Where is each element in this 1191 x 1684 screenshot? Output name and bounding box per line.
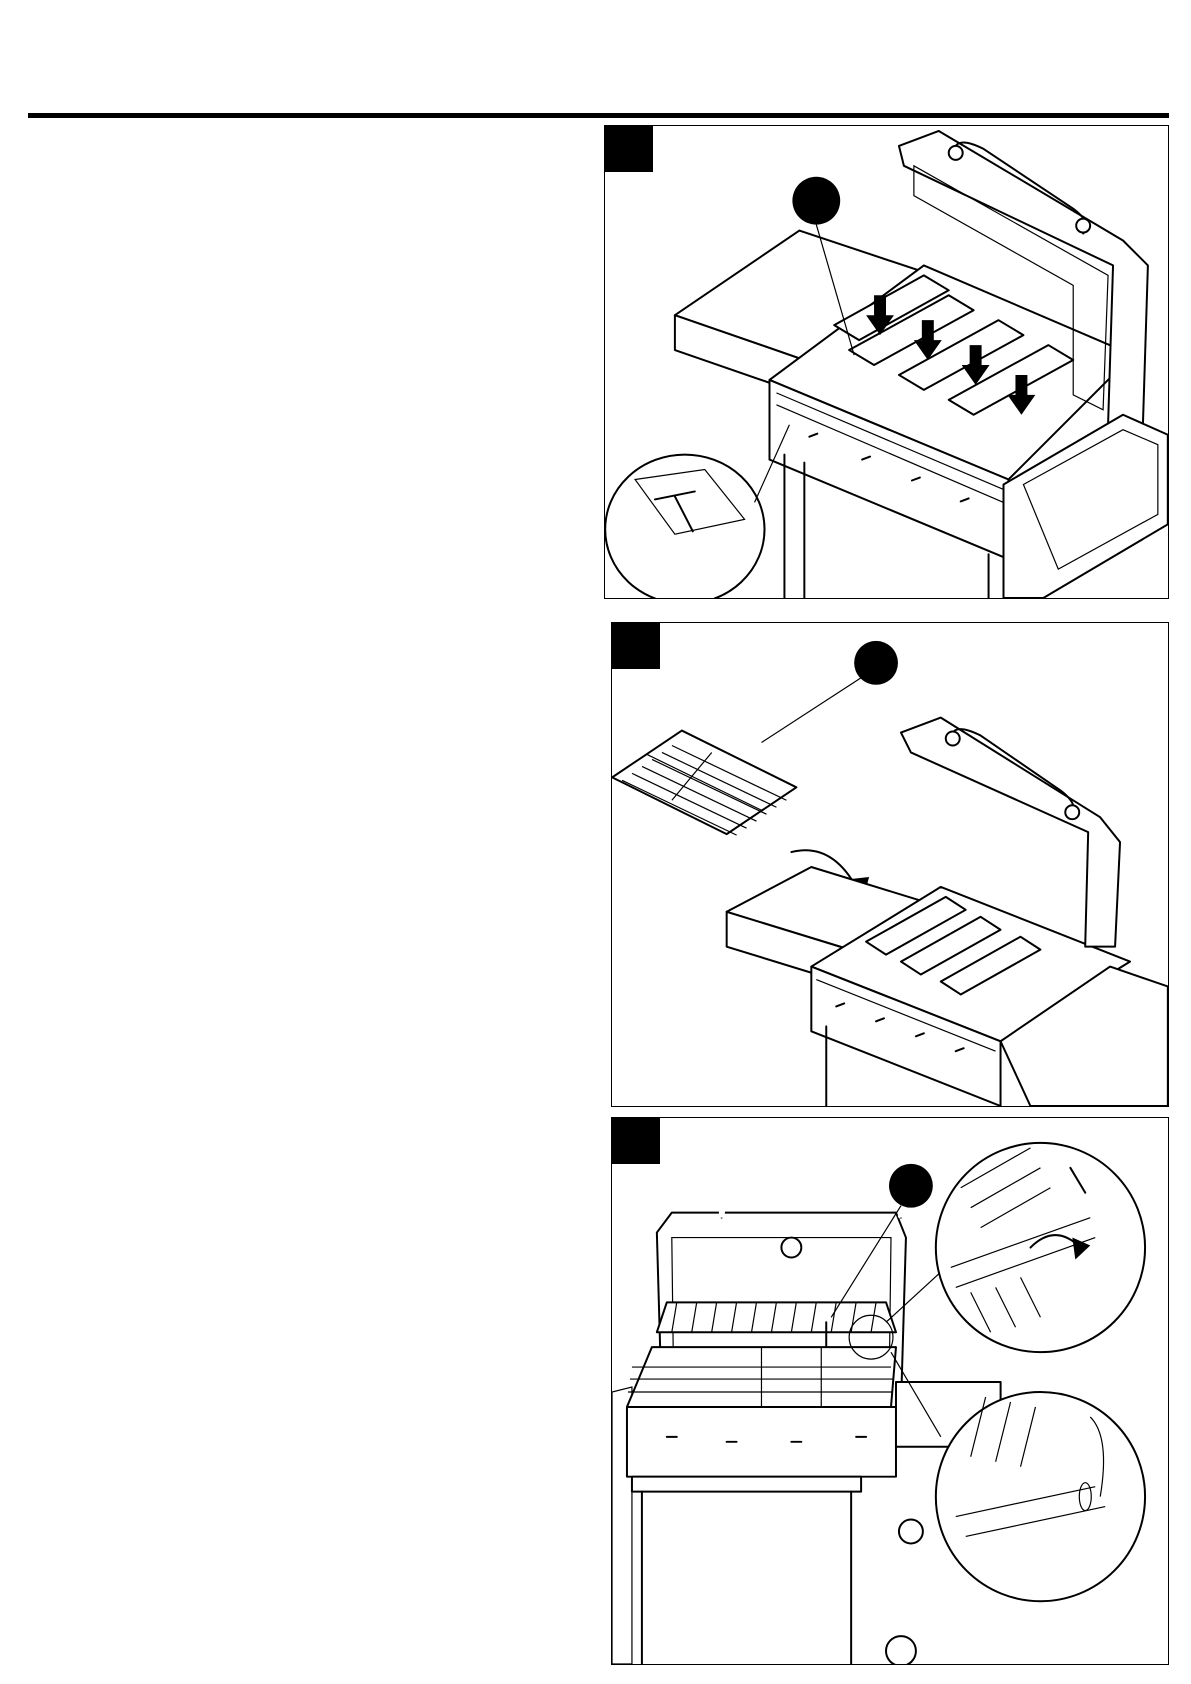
warming-rack-illustration	[612, 1118, 1168, 1664]
header-rule	[28, 113, 1169, 118]
heat-tent-illustration	[605, 126, 1168, 598]
callout-marker	[792, 177, 840, 225]
step-panel-cooking-grate	[611, 622, 1169, 1107]
step-panel-heat-tents	[604, 125, 1169, 599]
cooking-grate-illustration	[612, 623, 1168, 1106]
callout-marker	[889, 1164, 933, 1208]
step-panel-warming-rack	[611, 1117, 1169, 1665]
